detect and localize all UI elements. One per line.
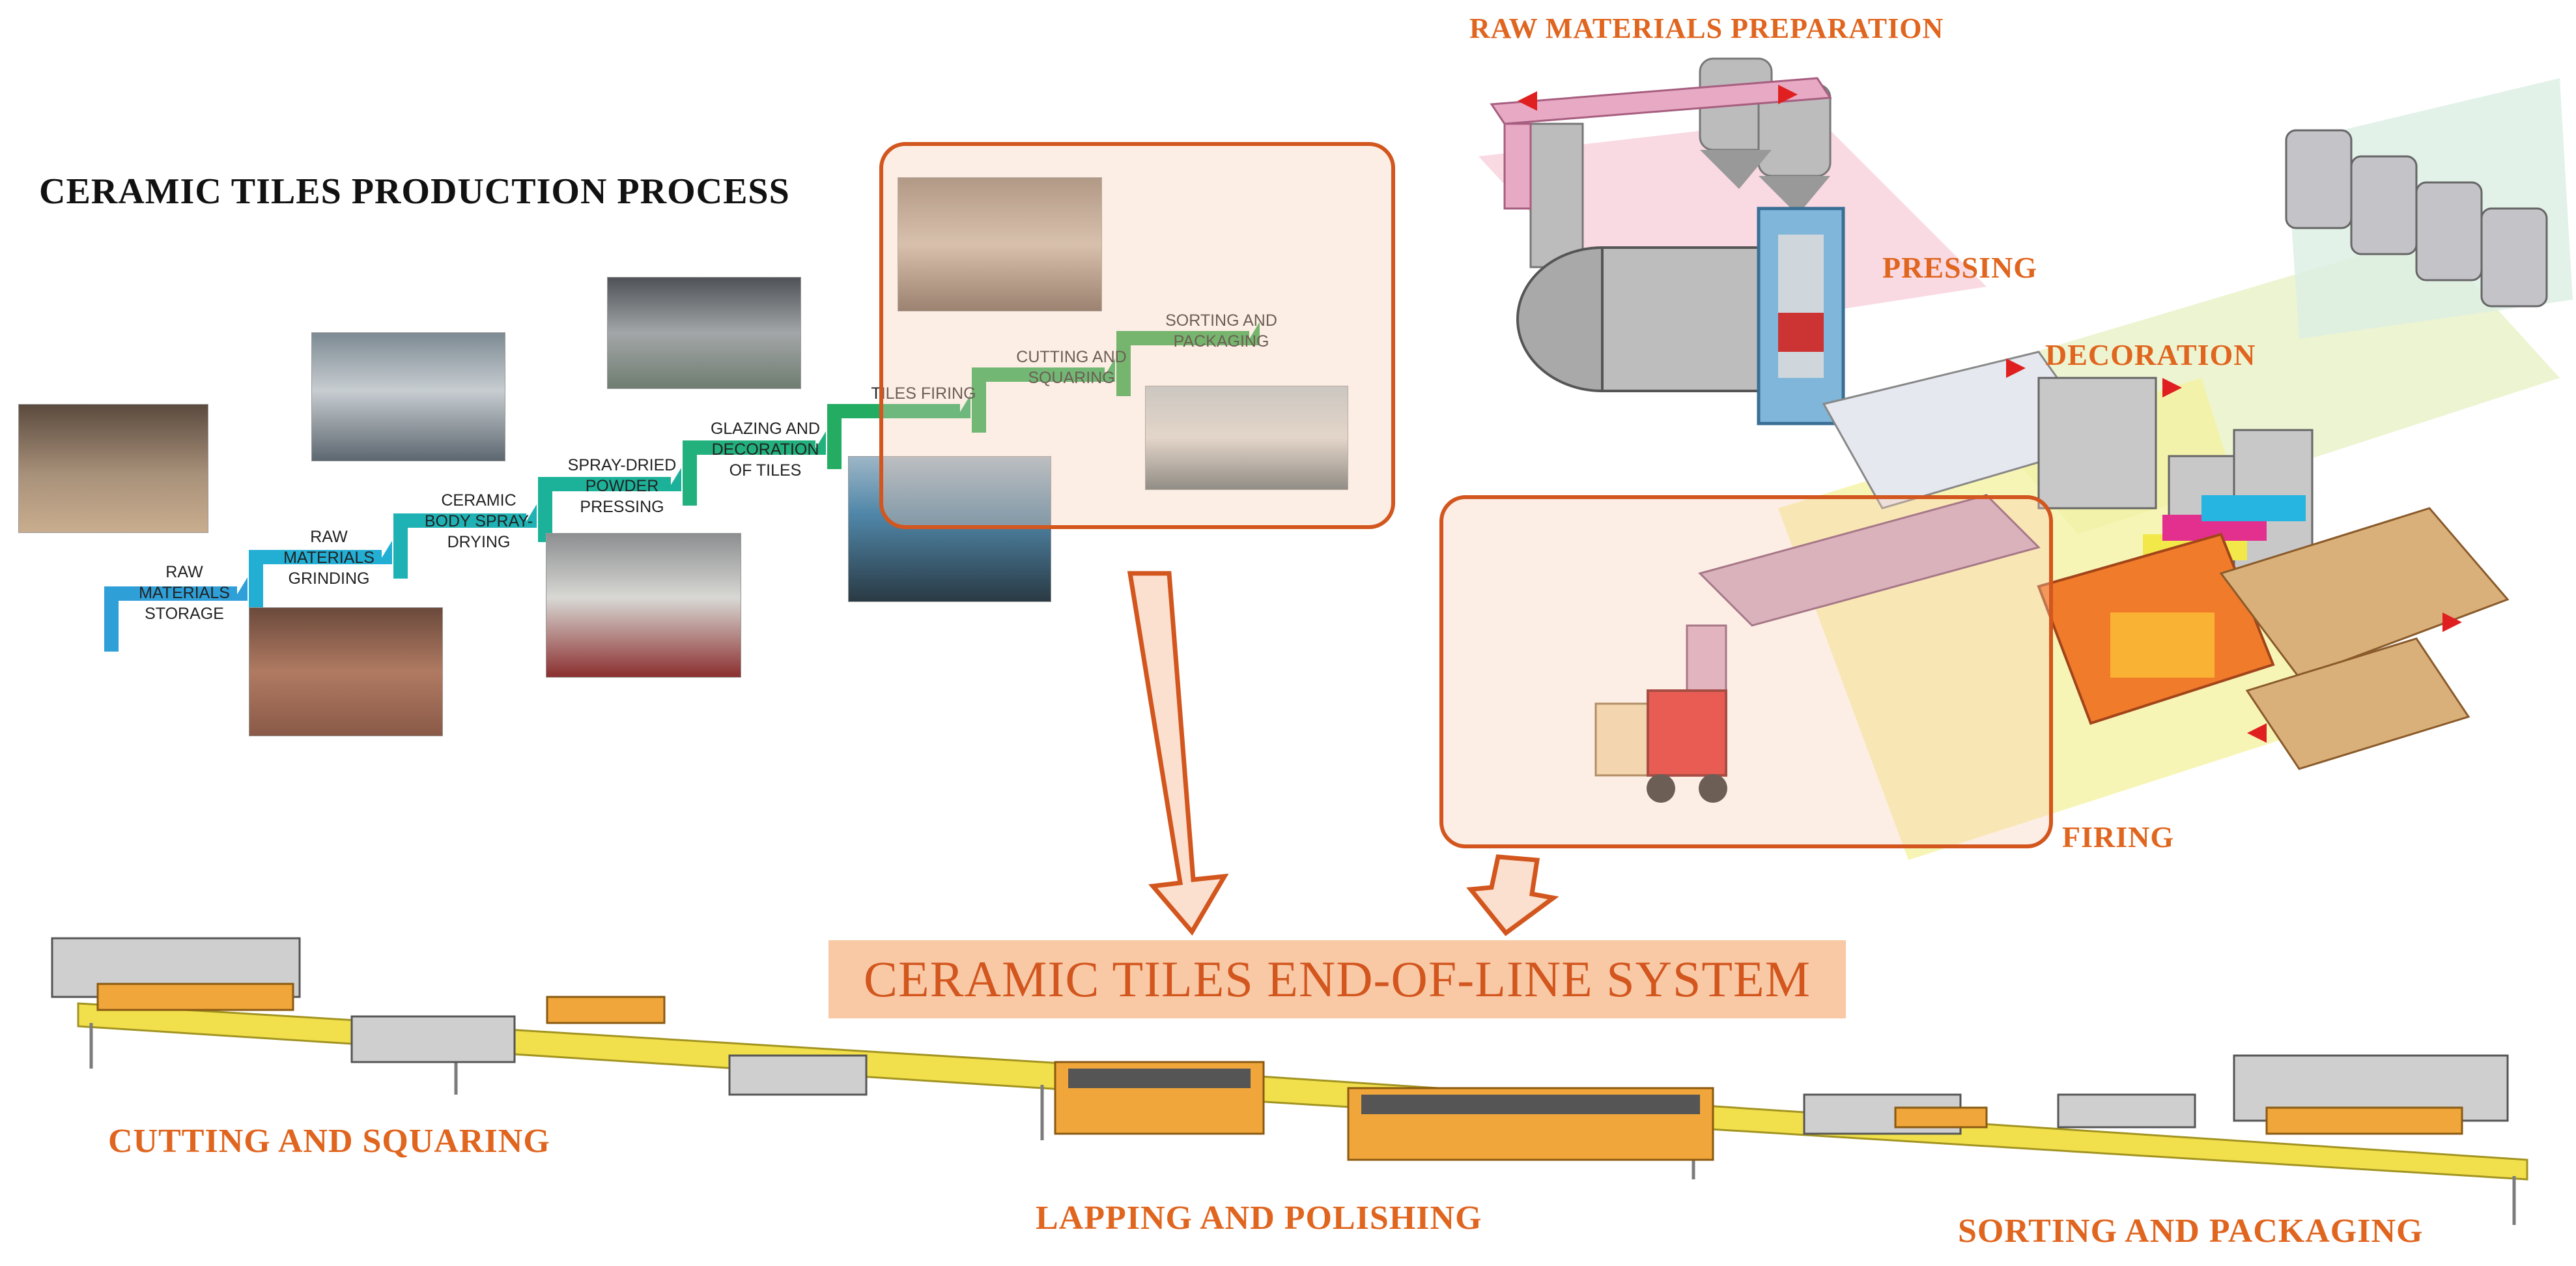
photo-glazing (607, 277, 801, 389)
stair-riser (538, 477, 552, 542)
highlight-box-plant-end (1439, 495, 2053, 848)
stair-riser (104, 586, 119, 652)
stair-tread (972, 367, 1105, 382)
stair-tread (538, 477, 671, 491)
stair-riser (683, 440, 697, 506)
photo-pressing (546, 533, 741, 678)
highlight-box-end-of-line-steps (879, 142, 1395, 529)
label-cutting-and-squaring: CUTTING AND SQUARING (108, 1123, 550, 1160)
stair-tread (683, 440, 815, 455)
stair-tread (104, 586, 237, 601)
photo-spray-drying (311, 332, 505, 461)
label-sorting-and-packaging: SORTING AND PACKAGING (1958, 1213, 2424, 1250)
label-decoration: DECORATION (2045, 338, 2256, 371)
stair-arrow-tip (812, 431, 826, 455)
stair-riser (972, 367, 986, 433)
photo-grinding (249, 607, 443, 736)
stair-arrow-tip (522, 504, 537, 528)
stair-arrow-tip (1245, 322, 1260, 345)
label-firing: FIRING (2062, 820, 2175, 854)
label-pressing: PRESSING (1882, 251, 2038, 284)
stair-arrow-tip (233, 577, 248, 601)
label-raw-materials-preparation: RAW MATERIALS PREPARATION (1469, 12, 1944, 44)
stair-arrow-tip (956, 395, 970, 418)
stair-arrow-tip (667, 468, 681, 491)
stair-riser (393, 513, 408, 579)
diagram-title: CERAMIC TILES PRODUCTION PROCESS (39, 171, 790, 212)
stair-riser (827, 404, 842, 469)
stair-tread (249, 550, 382, 564)
stair-tread (393, 513, 526, 528)
photo-sorting (1145, 386, 1348, 490)
stair-arrow-tip (1101, 358, 1115, 382)
photo-storage (18, 404, 208, 533)
stair-tread (1116, 331, 1249, 345)
arrow-right-down (1466, 854, 1559, 936)
label-lapping-and-polishing: LAPPING AND POLISHING (1036, 1200, 1482, 1237)
end-of-line-banner: CERAMIC TILES END-OF-LINE SYSTEM (828, 940, 1846, 1018)
stair-riser (249, 550, 263, 615)
step-tiles-firing: TILES FIRING (871, 384, 976, 403)
banner-text: CERAMIC TILES END-OF-LINE SYSTEM (863, 951, 1811, 1007)
stair-tread (827, 404, 960, 418)
stair-riser (1116, 331, 1131, 396)
arrow-left-down (1127, 571, 1229, 936)
photo-cutting (898, 177, 1102, 311)
stair-arrow-tip (378, 541, 392, 564)
end-of-line-illustration (51, 937, 2528, 1225)
